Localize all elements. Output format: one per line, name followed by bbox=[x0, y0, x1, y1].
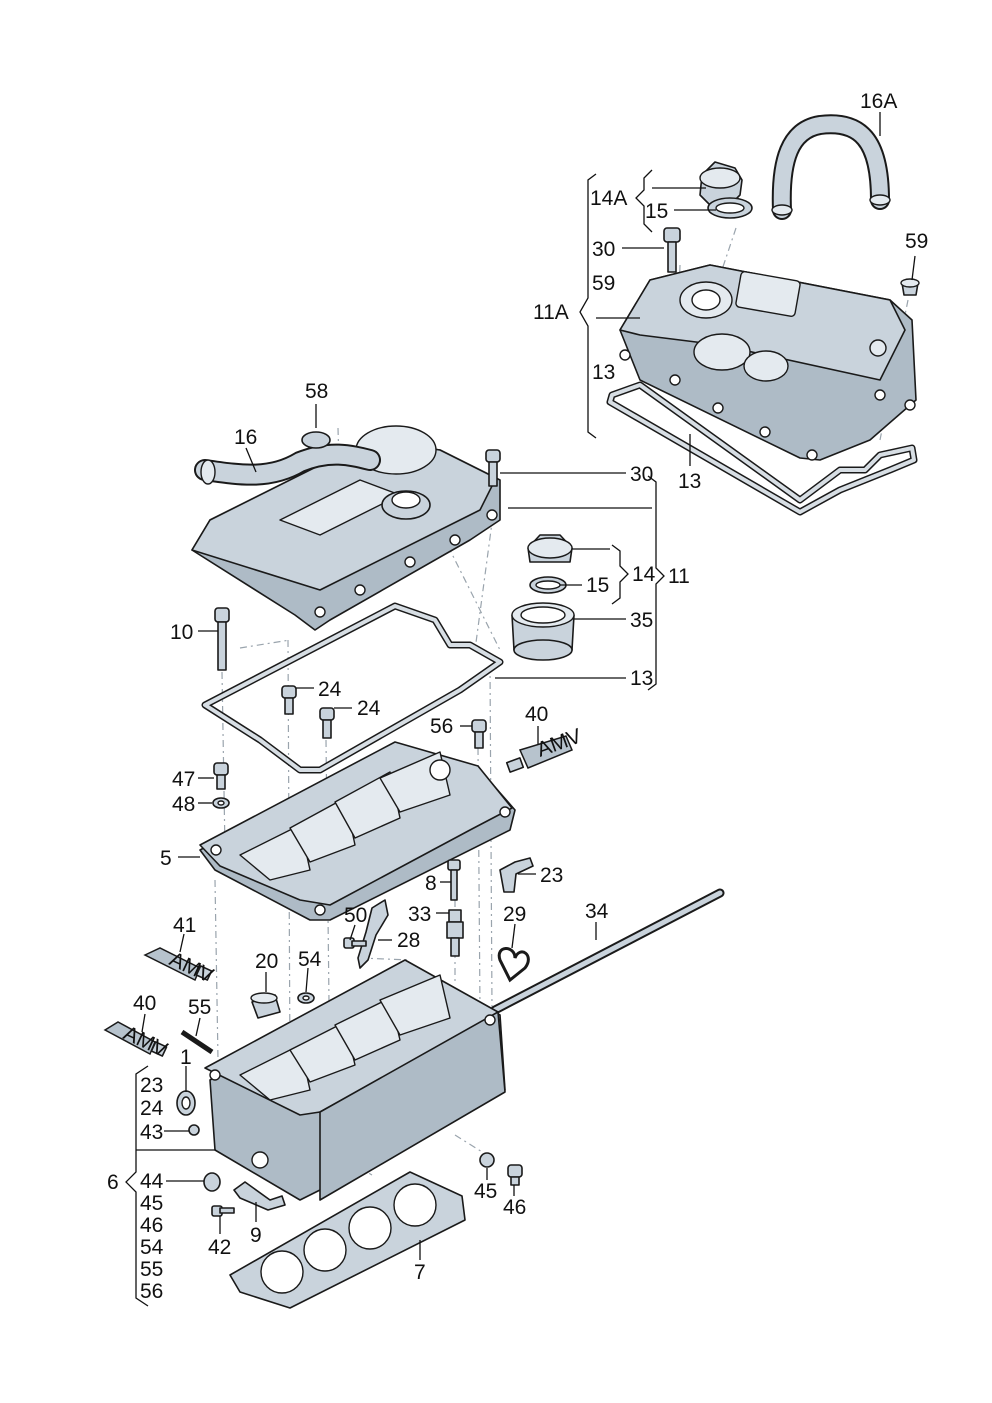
stud-55 bbox=[180, 1029, 214, 1055]
bracket-28 bbox=[343, 899, 389, 969]
cylinder-head-6 bbox=[204, 959, 506, 1201]
bearing-frame-5 bbox=[199, 741, 516, 921]
sealant-tube-40-lower: AMV bbox=[103, 1021, 171, 1062]
label-55: 55 bbox=[140, 1258, 163, 1281]
label-42: 42 bbox=[208, 1236, 231, 1259]
label-40: 40 bbox=[133, 992, 156, 1015]
label-45: 45 bbox=[140, 1192, 163, 1215]
label-40: 40 bbox=[525, 703, 548, 726]
oil-cap-14 bbox=[511, 534, 575, 661]
sealant-tube-40-upper: AMV bbox=[505, 725, 585, 773]
label-23: 23 bbox=[540, 864, 563, 887]
label-30: 30 bbox=[592, 238, 615, 261]
label-20: 20 bbox=[255, 950, 278, 973]
label-33: 33 bbox=[408, 903, 431, 926]
label-59: 59 bbox=[592, 272, 615, 295]
label-15: 15 bbox=[586, 574, 609, 597]
tube-brand-text: AMV bbox=[166, 948, 217, 988]
bolt-42 bbox=[211, 1205, 235, 1217]
bracket-9 bbox=[233, 1181, 286, 1211]
bolt-47 bbox=[212, 762, 230, 809]
head-gasket-7 bbox=[229, 1171, 466, 1309]
leader-lines bbox=[125, 112, 916, 1307]
label-16A: 16A bbox=[860, 90, 897, 113]
label-56: 56 bbox=[140, 1280, 163, 1303]
label-47: 47 bbox=[172, 768, 195, 791]
label-30: 30 bbox=[630, 463, 653, 486]
breather-hose-16A bbox=[771, 114, 891, 220]
gasket-13-top-right bbox=[606, 381, 918, 516]
label-48: 48 bbox=[172, 793, 195, 816]
label-13: 13 bbox=[630, 667, 653, 690]
seal-29 bbox=[497, 947, 530, 983]
sensor-23 bbox=[499, 857, 534, 893]
label-44: 44 bbox=[140, 1170, 164, 1193]
label-24: 24 bbox=[318, 678, 342, 701]
bolts-24 bbox=[281, 685, 335, 739]
label-34: 34 bbox=[585, 900, 609, 923]
label-46: 46 bbox=[140, 1214, 163, 1237]
label-5: 5 bbox=[160, 847, 172, 870]
label-11: 11 bbox=[668, 565, 690, 588]
bolt-10 bbox=[214, 607, 230, 671]
label-14A: 14A bbox=[590, 187, 627, 210]
label-59: 59 bbox=[905, 230, 928, 253]
label-54: 54 bbox=[298, 948, 322, 971]
label-35: 35 bbox=[630, 609, 653, 632]
valve-cover-11 bbox=[191, 425, 501, 631]
label-7: 7 bbox=[414, 1261, 426, 1284]
bolt-30-top bbox=[663, 227, 681, 273]
label-9: 9 bbox=[250, 1224, 262, 1247]
label-29: 29 bbox=[503, 903, 526, 926]
label-10: 10 bbox=[170, 621, 193, 644]
valve-cover-11A bbox=[619, 264, 917, 461]
label-45: 45 bbox=[474, 1180, 497, 1203]
label-24: 24 bbox=[140, 1097, 164, 1120]
label-50: 50 bbox=[344, 904, 367, 927]
bushing-20 bbox=[250, 992, 281, 1019]
bolt-30-middle bbox=[485, 449, 501, 487]
label-24: 24 bbox=[357, 697, 381, 720]
sealant-tube-41: AMV bbox=[143, 947, 217, 988]
label-41: 41 bbox=[173, 914, 196, 937]
oil-cap-14A bbox=[699, 161, 753, 219]
label-28: 28 bbox=[397, 929, 420, 952]
label-15: 15 bbox=[645, 200, 668, 223]
label-1: 1 bbox=[180, 1046, 192, 1069]
callout-labels: 16A 14A 15 30 59 59 11A 13 13 58 16 30 1… bbox=[107, 90, 928, 1303]
rod-34 bbox=[490, 888, 725, 1015]
label-16: 16 bbox=[234, 426, 257, 449]
clamp-58 bbox=[301, 431, 331, 449]
hose-16 bbox=[194, 443, 381, 486]
label-11A: 11A bbox=[533, 301, 569, 324]
glow-plug-33 bbox=[446, 909, 464, 957]
label-55: 55 bbox=[188, 996, 211, 1019]
label-46: 46 bbox=[503, 1196, 526, 1219]
plug-59 bbox=[900, 278, 920, 296]
tube-brand-text: AMV bbox=[534, 725, 585, 762]
label-6: 6 bbox=[107, 1171, 119, 1194]
label-23: 23 bbox=[140, 1074, 163, 1097]
label-8: 8 bbox=[425, 872, 437, 895]
label-43: 43 bbox=[140, 1121, 163, 1144]
tube-brand-text: AMV bbox=[120, 1022, 171, 1062]
bolt-8 bbox=[447, 859, 461, 901]
label-13: 13 bbox=[592, 361, 615, 384]
plug-46 bbox=[507, 1164, 523, 1186]
bolt-56 bbox=[471, 719, 487, 749]
seal-1 bbox=[176, 1090, 196, 1116]
label-56: 56 bbox=[430, 715, 453, 738]
plug-44 bbox=[203, 1172, 221, 1192]
washer-54 bbox=[297, 992, 315, 1004]
plug-45 bbox=[479, 1152, 495, 1168]
gasket-13-middle bbox=[201, 602, 504, 774]
plug-43 bbox=[188, 1124, 200, 1136]
label-58: 58 bbox=[305, 380, 328, 403]
label-13: 13 bbox=[678, 470, 701, 493]
label-14: 14 bbox=[632, 563, 656, 586]
label-54: 54 bbox=[140, 1236, 164, 1259]
